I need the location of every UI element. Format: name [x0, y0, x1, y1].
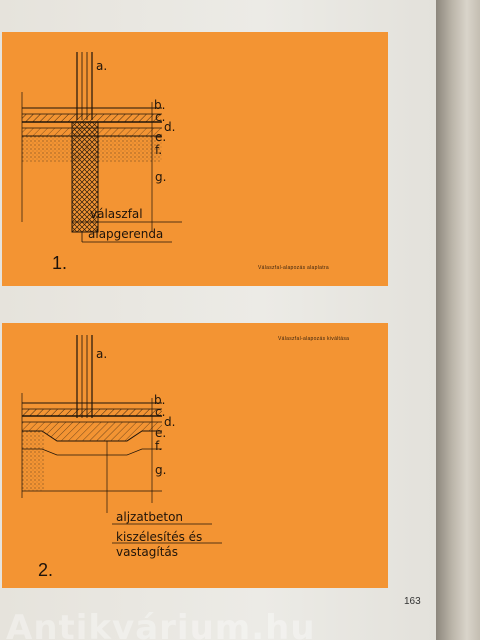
- figure-2-panel: a. b. c. d. e. f. g. aljzatbeton kiszéle…: [2, 323, 388, 588]
- figure-1-label-a: a.: [96, 59, 108, 73]
- foundation-beam: [71, 121, 99, 233]
- figure-1-drawing: [21, 52, 182, 243]
- figure-1-annotation-beam: alapgerenda: [88, 227, 164, 241]
- wall-section: [76, 335, 93, 418]
- figure-1-number: 1.: [52, 253, 68, 273]
- figure-2-label-g: g.: [155, 463, 167, 477]
- watermark: Antikvárium.hu: [6, 608, 316, 640]
- figure-2-drawing: [21, 335, 222, 544]
- figure-2-label-d: d.: [164, 415, 176, 429]
- figure-2-label-c: c.: [155, 405, 166, 419]
- figure-1-caption: Válaszfal-alapozás alaplatra: [258, 265, 329, 271]
- page-number: 163: [404, 596, 421, 607]
- book-spine: [436, 0, 480, 640]
- figure-1-label-f: f.: [155, 143, 163, 157]
- figure-2-annotation-subbase: aljzatbeton: [116, 510, 184, 524]
- figure-1-label-e: e.: [155, 130, 167, 144]
- figure-1-label-c: c.: [155, 110, 166, 124]
- figure-1-label-d: d.: [164, 120, 176, 134]
- figure-2-label-b: b.: [154, 393, 166, 407]
- figure-2-annotation-widening: kiszélesítés és: [116, 530, 203, 544]
- figure-2-caption: Válaszfal-alapozás kiváltása: [278, 336, 350, 342]
- figure-1-label-g: g.: [155, 170, 167, 184]
- figure-2-label-e: e.: [155, 426, 167, 440]
- figure-2-annotation-thickening: vastagítás: [116, 545, 179, 559]
- figure-1-label-b: b.: [154, 98, 166, 112]
- figure-2-number: 2.: [38, 560, 54, 580]
- figure-2-label-f: f.: [155, 439, 163, 453]
- figure-1-annotation-wall: válaszfal: [90, 207, 143, 221]
- figure-1-panel: a. b. c. d. e. f. g. válaszfal alapgeren…: [2, 32, 388, 286]
- figure-2-label-a: a.: [96, 347, 108, 361]
- wall-section: [76, 52, 93, 120]
- thickened-subbase: [22, 422, 162, 492]
